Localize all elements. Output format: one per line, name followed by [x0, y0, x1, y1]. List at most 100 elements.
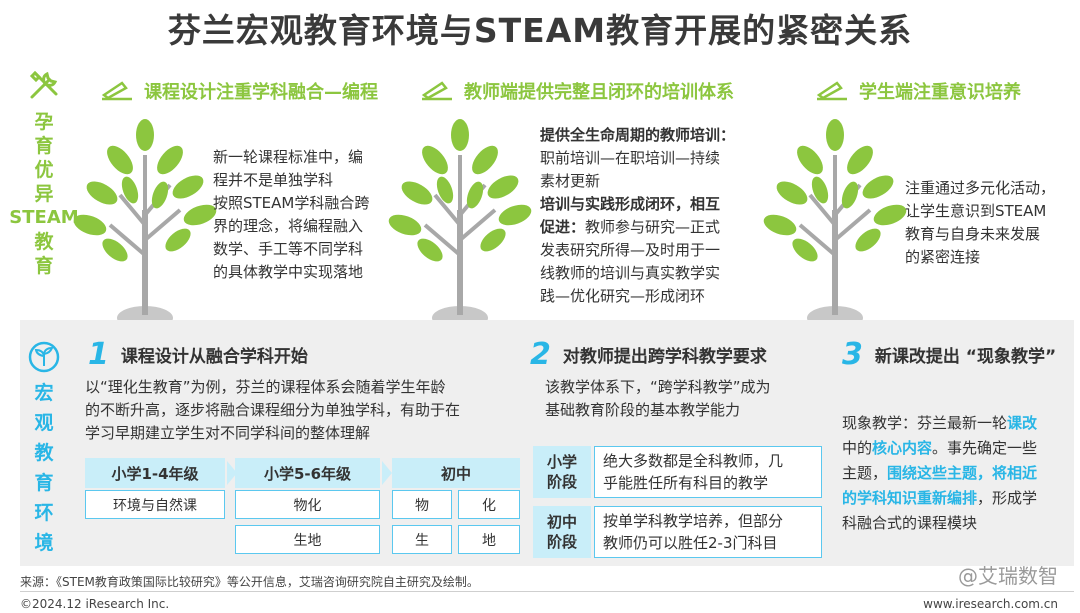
text-line: 践—优化研究—形成闭环: [540, 287, 706, 305]
section-number: 1: [88, 337, 109, 372]
text-line: 以“理化生教育”为例，芬兰的课程体系会随着学生年龄: [85, 378, 446, 396]
column-2-text: 提供全生命周期的教师培训： 职前培训—在职培训—持续 素材更新 培训与实践形成闭…: [540, 124, 765, 308]
plant-circle-icon: [28, 341, 60, 373]
section-1-heading: 1 课程设计从融合学科开始: [88, 337, 308, 372]
text-line: 程并不是单独学科: [213, 171, 334, 189]
level-box-primary: 绝大多数都是全科教师，几 乎能胜任所有科目的教学: [594, 446, 822, 498]
text-bold: 提供全生命周期的教师培训：: [540, 126, 736, 144]
text-line: 让学生意识到STEAM: [905, 202, 1047, 220]
section-number: 2: [530, 337, 551, 372]
watermark-text: @艾瑞数智: [958, 564, 1058, 588]
text-line: 学习早期建立学生对不同学科间的整体理解: [85, 424, 371, 442]
tree-icon: [763, 119, 907, 330]
column-heading-2: 教师端提供完整且闭环的培训体系: [420, 78, 734, 104]
bottom-label-char: 教: [34, 442, 54, 464]
section-2-heading: 2 对教师提出跨学科教学要求: [530, 337, 767, 372]
column-3-text: 注重通过多元化活动， 让学生意识到STEAM 教育与自身未来发展 的紧密连接: [905, 177, 1075, 269]
text-line: 按单学科教学培养，但部分: [603, 512, 784, 530]
arrow-right-icon: [227, 461, 237, 485]
top-label-char: 优: [34, 159, 54, 181]
bottom-label-char: 育: [34, 472, 54, 494]
section-3-heading: 3 新课改提出 “现象教学”: [842, 337, 1056, 372]
text-bold: 促进：: [540, 218, 586, 236]
page-title: 芬兰宏观教育环境与STEAM教育开展的紧密关系: [167, 11, 913, 50]
text-highlight: 核心内容: [872, 439, 933, 457]
text-run: 现象教学：芬兰最新一轮: [842, 414, 1008, 432]
source-note: 来源：《STEM教育政策国际比较研究》等公开信息，艾瑞咨询研究院自主研究及绘制。: [20, 575, 479, 589]
top-label-char: 育: [34, 255, 54, 277]
section-title: 课程设计从融合学科开始: [120, 347, 308, 367]
bottom-label-char: 境: [34, 532, 54, 554]
column-heading-text: 课程设计注重学科融合—编程: [144, 82, 378, 103]
text-line: 界的理念，将编程融入: [213, 217, 364, 235]
stage-primary-5-6: 小学5-6年级: [235, 458, 380, 488]
section-number: 3: [842, 337, 863, 372]
subject-cell: 地: [458, 525, 520, 554]
text-line: 该教学体系下，“跨学科教学”成为: [545, 378, 771, 396]
text-line: 数学、手工等不同学科: [213, 240, 364, 258]
section-title: 对教师提出跨学科教学要求: [562, 347, 767, 367]
bottom-label-char: 宏: [34, 382, 54, 404]
text-run: 。事先确定一些: [932, 439, 1038, 457]
footer-url: www.iresearch.com.cn: [923, 597, 1058, 611]
text-line: 的具体教学中实现落地: [213, 263, 364, 281]
bottom-label-char: 环: [34, 502, 54, 524]
text-line: 教师仍可以胜任2-3门科目: [603, 534, 778, 552]
text-highlight: 课改: [1007, 414, 1038, 432]
text-bold: 培训与实践形成闭环，相互: [540, 195, 721, 213]
copyright: ©2024.12 iResearch Inc.: [20, 597, 170, 611]
bottom-side-label: 宏 观 教 育 环 境: [8, 340, 80, 558]
pencil-ruler-icon: [816, 81, 847, 101]
text-line: 乎能胜任所有科目的教学: [603, 474, 769, 492]
text-run: 主题，: [842, 464, 888, 482]
text-line: 阶段: [546, 473, 577, 491]
text-line: 基础教育阶段的基本教学能力: [545, 401, 741, 419]
tree-icon: [73, 119, 217, 330]
subject-cell: 生地: [235, 525, 380, 554]
tools-icon: [29, 70, 58, 99]
text-line: 教师参与研究—正式: [585, 218, 721, 236]
arrow-right-icon: [382, 461, 392, 485]
level-tag-junior: 初中阶段: [533, 506, 591, 558]
top-label-char: 孕: [34, 111, 54, 133]
text-line: 绝大多数都是全科教师，几: [603, 452, 784, 470]
text-line: 初中: [546, 513, 577, 531]
top-label-char: 异: [34, 183, 54, 205]
watermark: @艾瑞数智: [958, 560, 1058, 589]
text-line: 的不断升高，逐步将融合课程细分为单独学科，有助于在: [85, 401, 461, 419]
stage-junior-high: 初中: [392, 458, 520, 488]
section-title: 新课改提出 “现象教学”: [874, 347, 1057, 367]
text-line: 新一轮课程标准中，编: [213, 148, 364, 166]
column-heading-3: 学生端注重意识培养: [815, 78, 1021, 104]
top-label-char: STEAM: [9, 207, 79, 228]
subject-cell: 物: [392, 490, 452, 519]
top-label-char: 育: [34, 135, 54, 157]
pencil-ruler-icon: [421, 81, 452, 101]
text-line: 注重通过多元化活动，: [905, 179, 1056, 197]
column-heading-1: 课程设计注重学科融合—编程: [100, 78, 378, 104]
text-line: 的紧密连接: [905, 248, 981, 266]
column-heading-text: 学生端注重意识培养: [859, 82, 1021, 103]
section-2-text: 该教学体系下，“跨学科教学”成为 基础教育阶段的基本教学能力: [545, 376, 825, 422]
text-highlight: 围绕这些主题，将相近: [887, 464, 1038, 482]
stage-primary-1-4: 小学1-4年级: [85, 458, 225, 488]
footer-divider: [20, 591, 1074, 592]
column-heading-text: 教师端提供完整且闭环的培训体系: [464, 82, 734, 103]
subject-cell: 化: [458, 490, 520, 519]
text-run: 中的: [842, 439, 873, 457]
text-line: 线教师的培训与真实教学实: [540, 264, 721, 282]
subject-cell: 环境与自然课: [85, 490, 225, 519]
subject-cell: 生: [392, 525, 452, 554]
text-line: 按照STEAM学科融合跨: [213, 194, 370, 212]
section-3-text: 现象教学：芬兰最新一轮课改 中的核心内容。事先确定一些 主题，围绕这些主题，将相…: [842, 411, 1070, 536]
text-highlight: 的学科知识重新编排: [842, 489, 978, 507]
section-1-text: 以“理化生教育”为例，芬兰的课程体系会随着学生年龄 的不断升高，逐步将融合课程细…: [85, 376, 525, 445]
text-line: 职前培训—在职培训—持续: [540, 149, 721, 167]
text-run: ，形成学: [977, 489, 1038, 507]
text-run: 科融合式的课程模块: [842, 514, 978, 532]
text-line: 发表研究所得—及时用于一: [540, 241, 721, 259]
level-tag-primary: 小学阶段: [533, 446, 591, 498]
text-line: 阶段: [546, 533, 577, 551]
top-label-char: 教: [34, 231, 54, 253]
pencil-ruler-icon: [101, 81, 132, 101]
